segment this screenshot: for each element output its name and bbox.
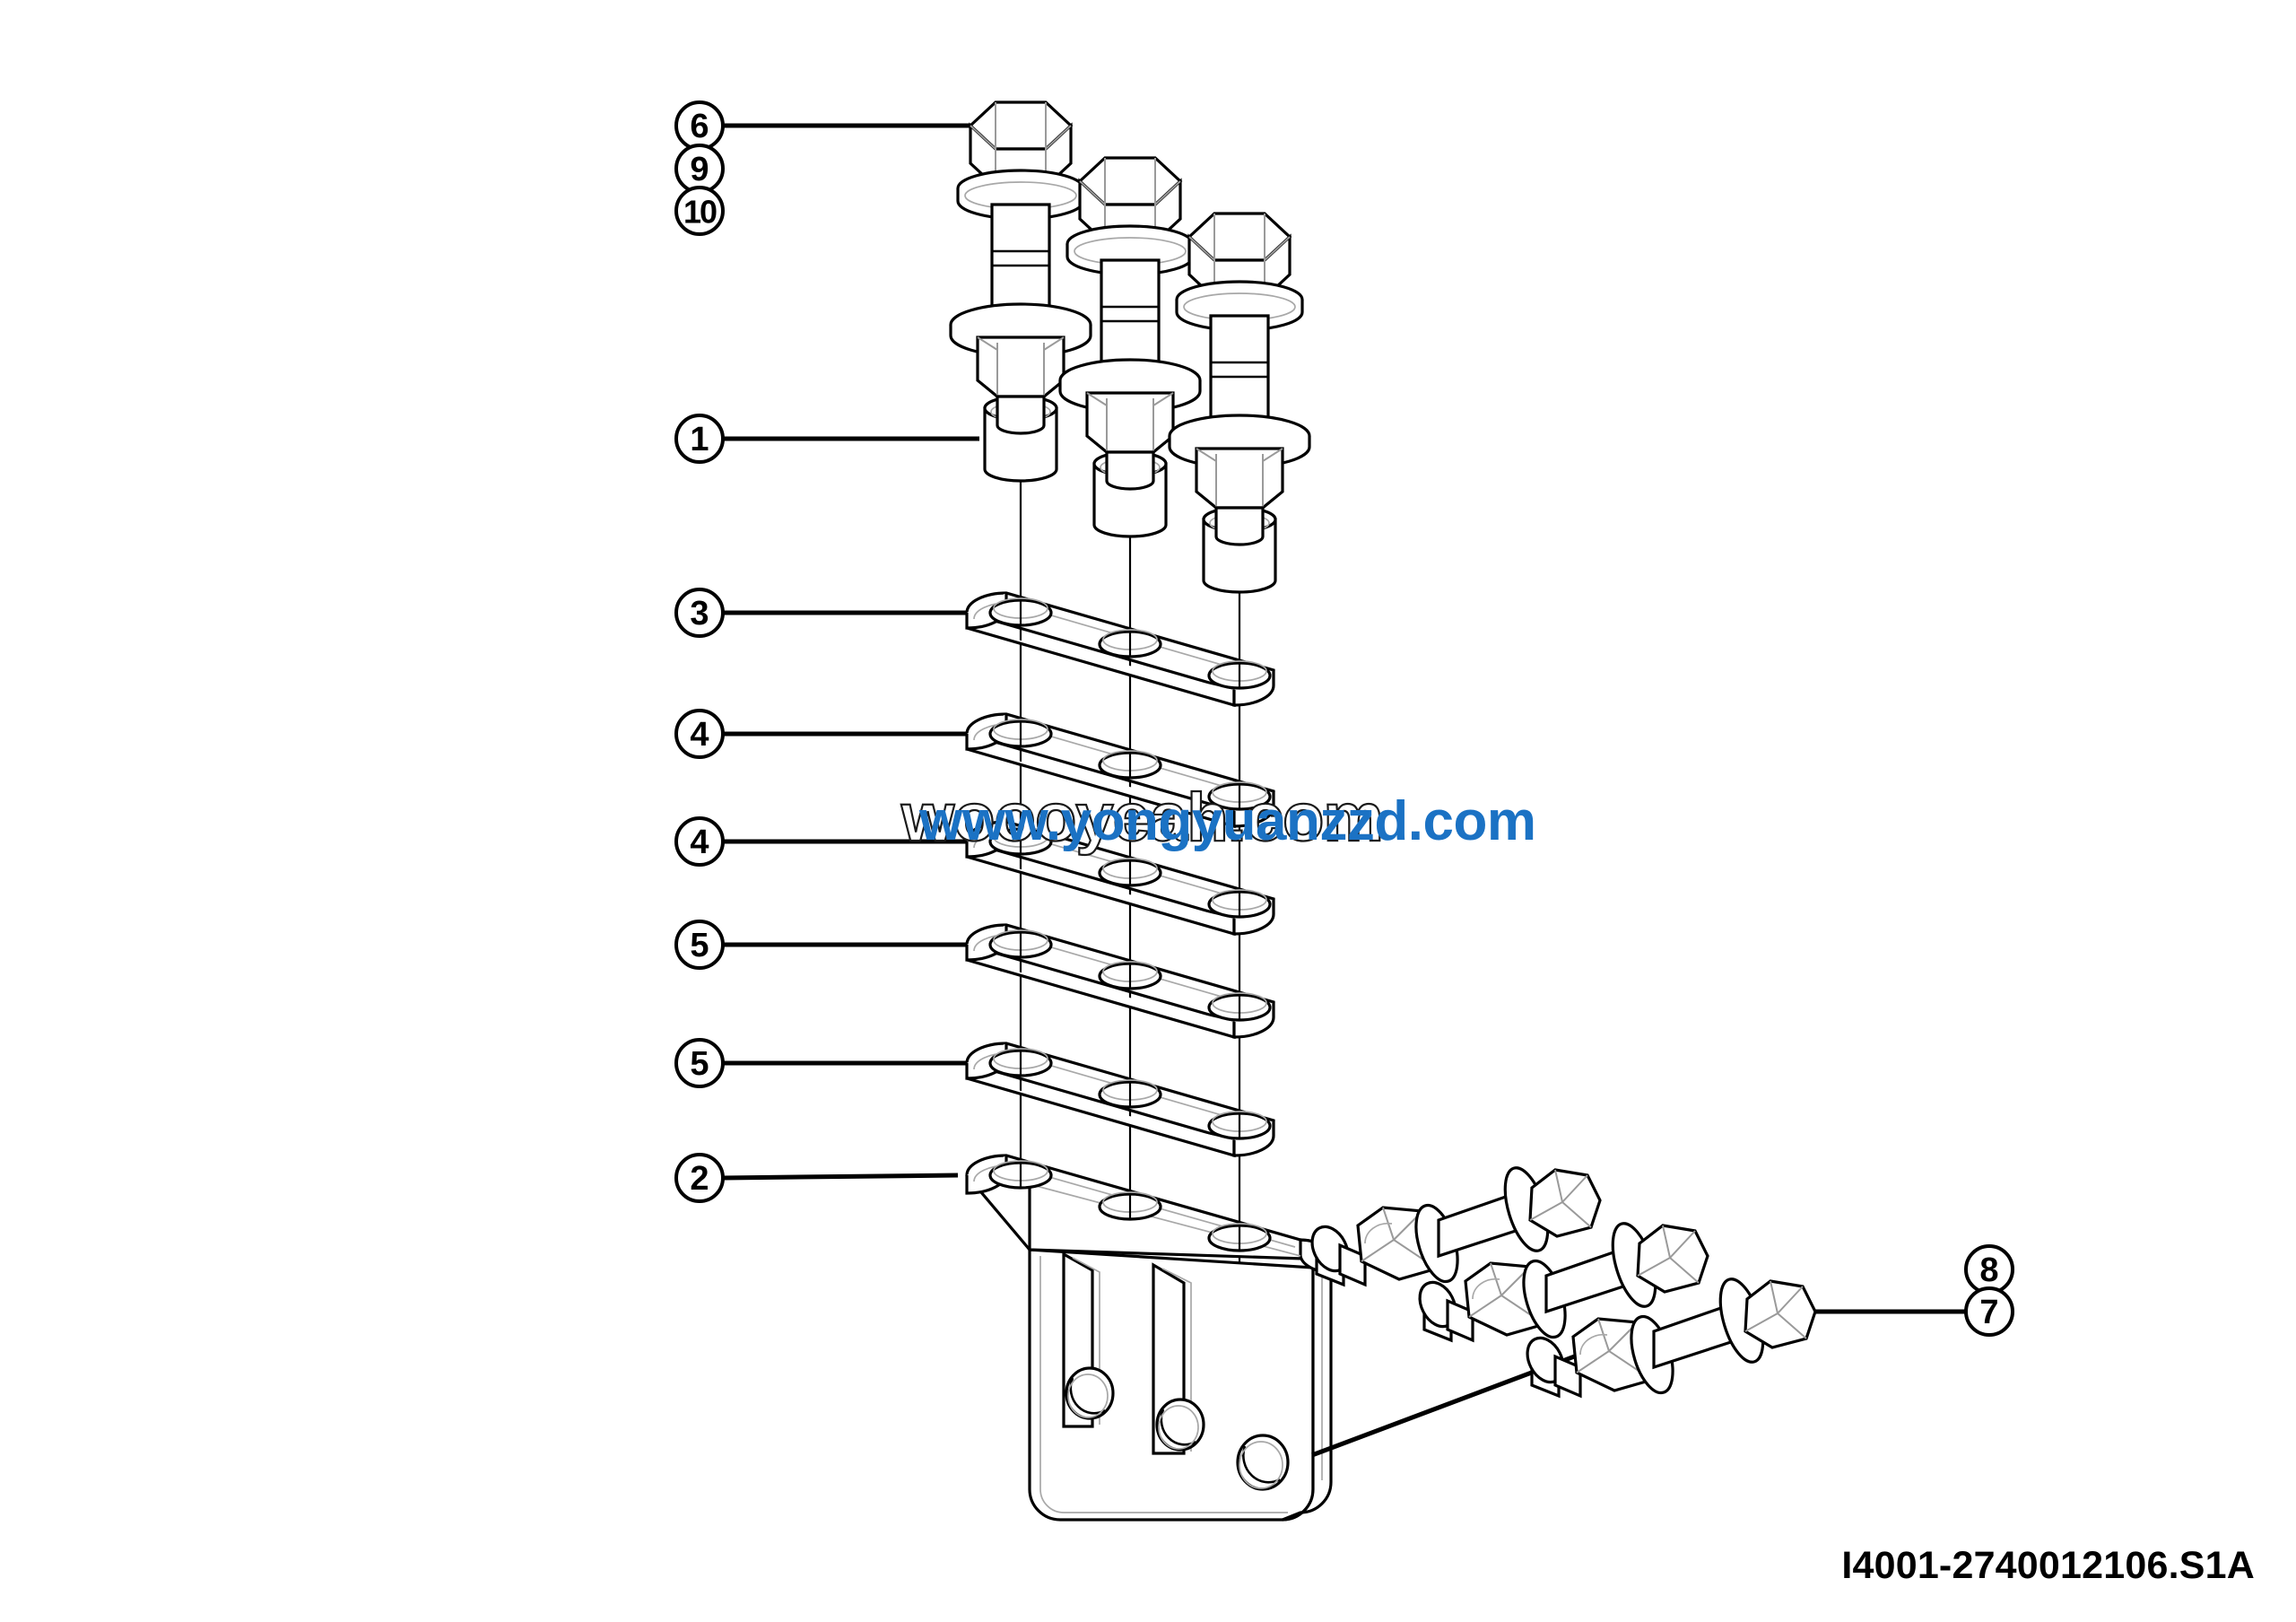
drawing-number: I4001-2740012106.S1A: [1841, 1544, 2255, 1587]
callout-circle: [674, 1038, 725, 1088]
callout-circle: [674, 709, 725, 759]
plate-item-4-lower: [965, 820, 1275, 937]
callout-number: 10: [683, 194, 717, 231]
callout-bubble-5[interactable]: 5: [674, 1038, 725, 1088]
plate-item-3: [965, 591, 1275, 708]
callout-bubble-6[interactable]: 6: [674, 100, 725, 151]
callout-bubble-5[interactable]: 5: [674, 920, 725, 970]
callout-number: 4: [690, 824, 709, 861]
callout-bubble-3[interactable]: 3: [674, 588, 725, 638]
plate-item-5-upper: [965, 923, 1275, 1040]
vertical-fastener-stacks: [949, 100, 1338, 1522]
plate-item-5-lower: [965, 1042, 1275, 1158]
callout-bubble-7[interactable]: 7: [1964, 1286, 2014, 1337]
callout-bubble-2[interactable]: 2: [674, 1153, 725, 1203]
callout-bubble-10[interactable]: 10: [674, 186, 725, 236]
callout-number: 7: [1979, 1294, 1998, 1331]
callout-bubble-4[interactable]: 4: [674, 816, 725, 867]
callout-circle: [1964, 1286, 2014, 1337]
plate-item-4-upper: [965, 712, 1275, 829]
callout-number: 3: [690, 595, 709, 632]
callout-number: 1: [690, 421, 709, 458]
leader-line-2: [722, 1173, 959, 1181]
callout-circle: [674, 920, 725, 970]
callout-number: 6: [690, 108, 709, 145]
callout-circle: [674, 588, 725, 638]
h-fastener-1: [1303, 1161, 1602, 1288]
callout-layer: 6 9 10 1 3 4 4 5 5 2 8 7: [674, 100, 2014, 1337]
callout-number: 4: [690, 716, 709, 754]
callout-number: 5: [690, 1045, 709, 1083]
callout-number: 5: [690, 927, 709, 964]
callout-number: 9: [690, 151, 709, 188]
callout-number: 8: [1979, 1251, 1998, 1289]
callout-bubble-1[interactable]: 1: [674, 414, 725, 464]
callout-bubble-4[interactable]: 4: [674, 709, 725, 759]
callout-number: 2: [690, 1160, 709, 1198]
callout-bubble-9[interactable]: 9: [674, 144, 725, 194]
callout-circle: [674, 816, 725, 867]
callout-circle: [674, 414, 725, 464]
callout-circle: [674, 186, 725, 236]
bracket-item-2: [965, 1154, 1338, 1522]
horizontal-fasteners: [1303, 1161, 1962, 1458]
callout-bubble-8[interactable]: 8: [1964, 1244, 2014, 1295]
callout-circle: [674, 1153, 725, 1203]
